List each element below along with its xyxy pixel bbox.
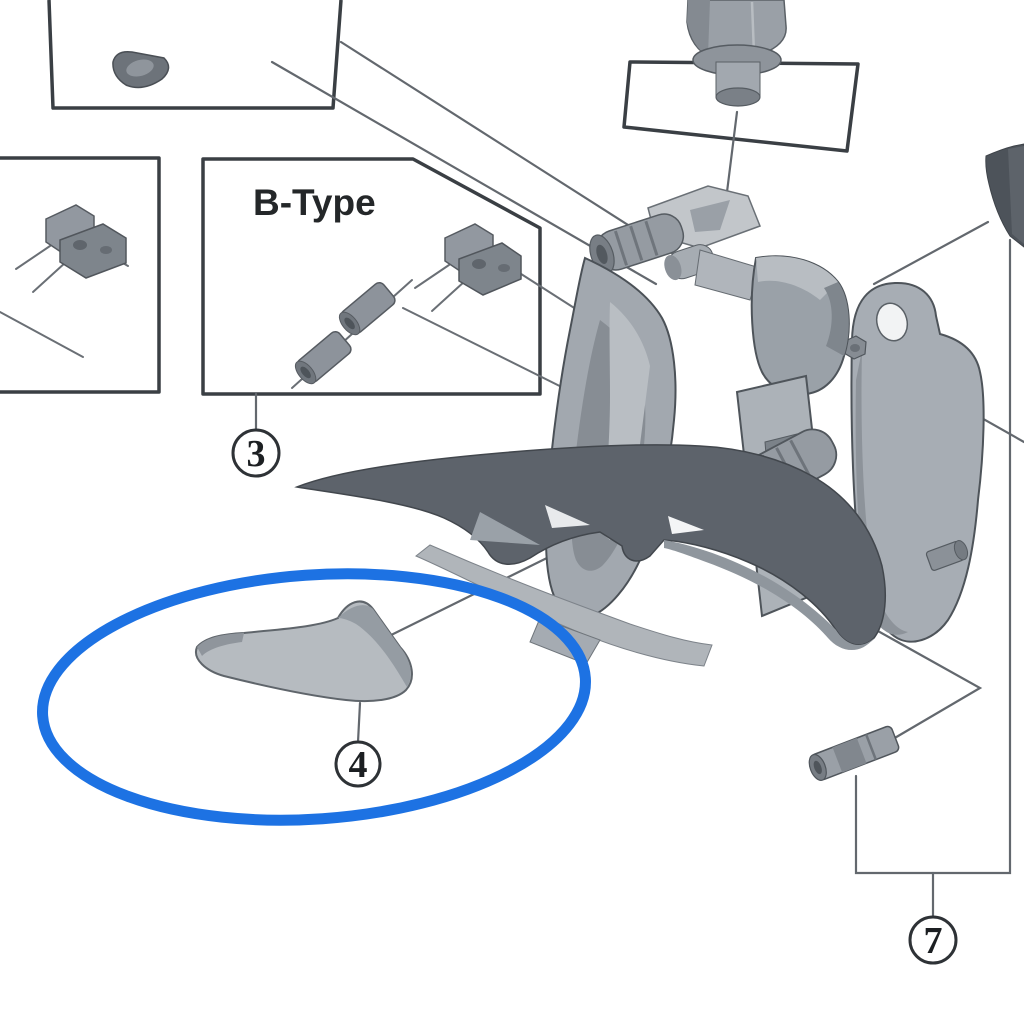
- pin-line: [414, 264, 450, 289]
- adjuster-hole: [813, 760, 822, 775]
- bolt-tip: [715, 87, 761, 107]
- adjuster-collar: [864, 733, 877, 761]
- top-plate-cutout: [690, 200, 730, 232]
- cage-wedge: [470, 512, 540, 545]
- callout-4-number: 4: [349, 744, 368, 786]
- callout-3-circle: [231, 428, 281, 478]
- front-derailleur-body: [294, 185, 985, 667]
- bolt-hole: [100, 246, 112, 254]
- cage-outer-plate: [294, 444, 887, 646]
- pivot-link: [694, 249, 761, 301]
- clamp-block: [458, 242, 522, 296]
- clamp-adapter-part-left: [0, 204, 129, 358]
- backplate-hook-opening: [875, 302, 909, 342]
- callout-3-number: 3: [247, 433, 266, 475]
- adjuster-band: [832, 737, 867, 773]
- pin-line: [431, 280, 466, 312]
- fragment-highlight: [126, 59, 154, 77]
- skid-plate-body: [194, 600, 413, 703]
- callout-7-circle: [908, 915, 958, 965]
- cage-vent: [545, 505, 590, 528]
- bolt-hole: [472, 259, 486, 269]
- skid-plate-part: [194, 600, 413, 703]
- cage-vent: [668, 516, 704, 534]
- inner-leader-line: [0, 311, 84, 358]
- left-inset-box: [0, 156, 161, 394]
- callout-4-stem: [356, 701, 362, 744]
- b-type-label: B-Type: [253, 182, 376, 223]
- top-left-inset-box: [47, 0, 343, 110]
- anchor-block-side: [824, 282, 849, 356]
- leader-line-adjuster: [858, 619, 983, 741]
- cropped-plate-part: [985, 143, 1024, 248]
- top-right-inset-box: [622, 60, 860, 153]
- spacer-cylinder-1: [338, 282, 396, 336]
- mounting-bolt-part: [686, 0, 787, 107]
- bolt-head-facet: [687, 0, 710, 56]
- highlight-group: [37, 568, 591, 826]
- b-type-box: [201, 157, 542, 396]
- bolt-hole: [73, 240, 87, 250]
- callout-4-circle: [334, 740, 382, 788]
- boss-bolt-hole: [850, 344, 860, 352]
- cable-adjuster-part: [808, 725, 900, 781]
- highlight-ellipse: [37, 568, 591, 826]
- leader-line-flag: [872, 220, 990, 286]
- backplate-bolt: [925, 540, 969, 571]
- callout-7-number: 7: [924, 920, 943, 962]
- cage-edge-highlight: [664, 540, 874, 651]
- clamp-block: [59, 223, 127, 279]
- pin-line: [15, 245, 51, 270]
- pin-line: [32, 261, 67, 293]
- bolt-hole: [498, 264, 510, 272]
- plate-face: [1008, 146, 1024, 244]
- spacer-cylinder-2: [294, 331, 352, 385]
- skid-plate-tip-shade: [197, 633, 244, 656]
- anchor-block-top: [756, 256, 838, 300]
- skid-plate-fin-shade: [338, 605, 411, 687]
